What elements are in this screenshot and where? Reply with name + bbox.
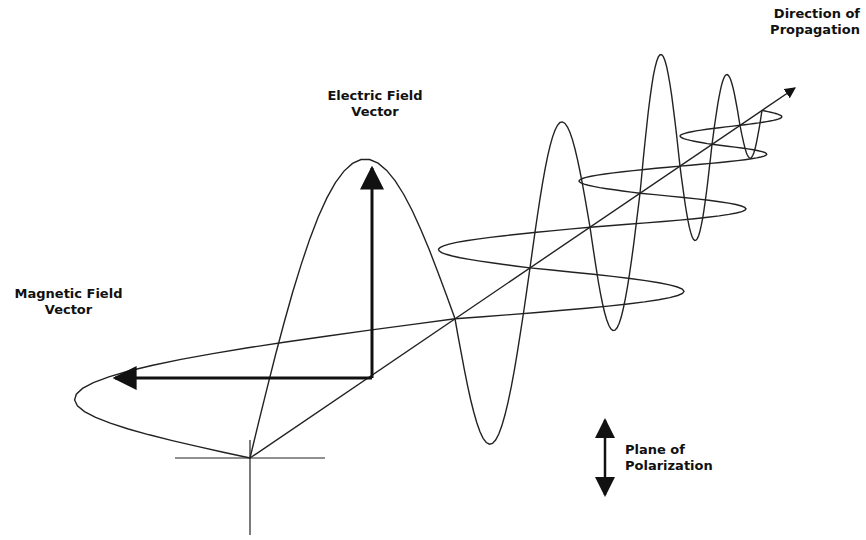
field-label: Magnetic Field Vector	[6, 286, 131, 319]
propagation-axis	[250, 88, 795, 458]
axis-label: Direction of Propagation	[740, 6, 860, 39]
magnetic-wave	[75, 110, 782, 458]
magnetic-vector-arrow	[115, 377, 372, 380]
field-label: Electric Field Vector	[310, 88, 440, 121]
electric-wave	[250, 55, 762, 458]
polarization-arrow	[604, 420, 607, 495]
polarization-label: Plane of Polarization	[625, 442, 745, 475]
electric-vector-arrow	[371, 168, 374, 378]
